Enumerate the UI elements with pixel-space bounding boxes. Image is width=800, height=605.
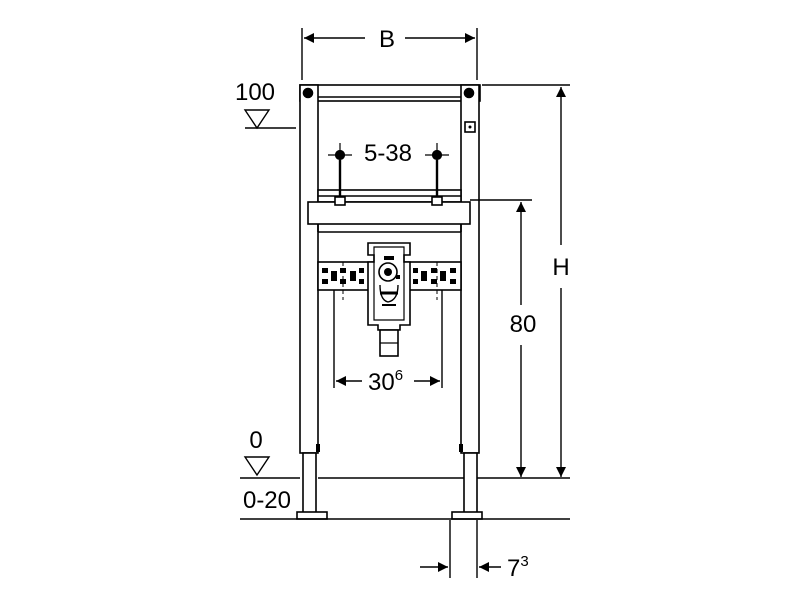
fixing-distance-label: 5-38 xyxy=(364,140,412,167)
dimension-width xyxy=(301,28,478,80)
stud-markers xyxy=(328,143,449,167)
right-hole-pattern xyxy=(413,268,456,284)
depth-label: 73 xyxy=(507,553,529,582)
frame-left-post xyxy=(299,84,319,454)
drain-assembly xyxy=(367,242,411,357)
dimension-height xyxy=(482,84,570,477)
level-floor-label: 0 xyxy=(249,427,262,454)
level-triangle-floor xyxy=(243,456,271,477)
level-triangle-top xyxy=(243,109,271,130)
dimension-depth xyxy=(420,520,501,578)
left-foot-plate xyxy=(296,511,328,520)
floor-range-label: 0-20 xyxy=(243,487,291,514)
outlet-height-label: 80 xyxy=(510,311,537,338)
level-marker-top xyxy=(243,109,296,130)
left-foot xyxy=(302,452,317,514)
dimension-outlet-height xyxy=(470,199,532,477)
crossbar-lower xyxy=(307,201,471,225)
outlet-spacing-label: 306 xyxy=(368,367,403,396)
bolt-right xyxy=(463,87,475,99)
level-top-label: 100 xyxy=(235,79,275,106)
height-label: H xyxy=(552,254,569,281)
bolt-left xyxy=(302,87,314,99)
width-label: B xyxy=(379,26,395,53)
dimension-outlet-spacing xyxy=(333,290,443,388)
feet xyxy=(296,444,483,520)
tap-crossbar xyxy=(307,160,471,233)
frame-right-post xyxy=(460,84,480,454)
right-foot xyxy=(463,452,478,514)
frame-top-rail xyxy=(299,84,481,102)
right-foot-plate xyxy=(451,511,483,520)
level-marker-floor xyxy=(243,456,271,477)
floor-lines xyxy=(240,477,570,520)
